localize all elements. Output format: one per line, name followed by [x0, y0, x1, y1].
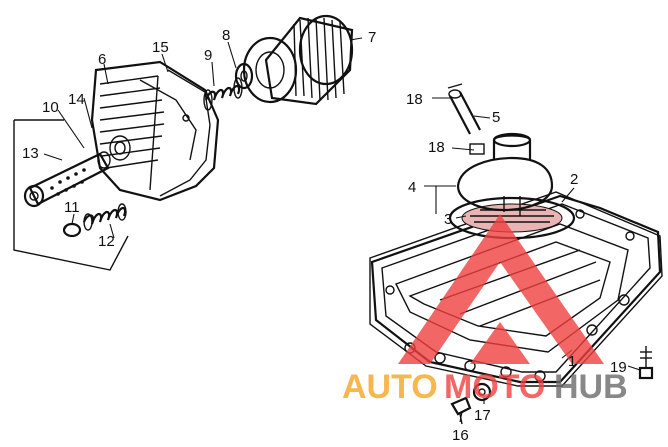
- label-part-4: 4: [408, 179, 416, 196]
- label-part-3: 3: [444, 211, 452, 228]
- label-part-14: 14: [68, 91, 85, 108]
- label-part-10: 10: [42, 99, 59, 116]
- label-part-18-mid: 18: [428, 139, 445, 156]
- label-part-8: 8: [222, 27, 230, 44]
- watermark-logo-mark: [398, 214, 604, 364]
- label-part-6: 6: [98, 51, 106, 68]
- label-part-15: 15: [152, 39, 169, 56]
- label-part-2: 2: [570, 171, 578, 188]
- label-part-9: 9: [204, 47, 212, 64]
- label-part-5: 5: [492, 109, 500, 126]
- oil-filter-housing-assembly: [13, 60, 254, 271]
- label-part-11: 11: [64, 199, 80, 216]
- label-part-16: 16: [452, 427, 469, 444]
- oil-filter-element: [242, 14, 354, 106]
- leader-lines: [43, 37, 641, 423]
- flange-bolt: [638, 346, 654, 380]
- breather-hose: [447, 83, 485, 155]
- label-part-19: 19: [610, 359, 627, 376]
- label-part-18-top: 18: [406, 91, 423, 108]
- label-part-1: 1: [568, 353, 576, 370]
- label-part-13: 13: [22, 145, 39, 162]
- drain-washer: [472, 382, 492, 402]
- part-labels: 7 8 9 15 6 14 10 13 11 12 18 5 18 4 3 2 …: [22, 27, 627, 444]
- watermark-text-hub: HUB: [554, 368, 628, 406]
- watermark-text-moto: MOTO: [444, 368, 545, 406]
- label-part-17: 17: [474, 407, 491, 424]
- oil-pan-gasket: [369, 191, 663, 387]
- label-part-7: 7: [368, 29, 376, 46]
- label-part-12: 12: [98, 233, 115, 250]
- watermark-text-auto: AUTO: [342, 368, 438, 406]
- automotohub-watermark: AUTO MOTO HUB: [342, 214, 628, 406]
- oil-strainer: [448, 132, 576, 240]
